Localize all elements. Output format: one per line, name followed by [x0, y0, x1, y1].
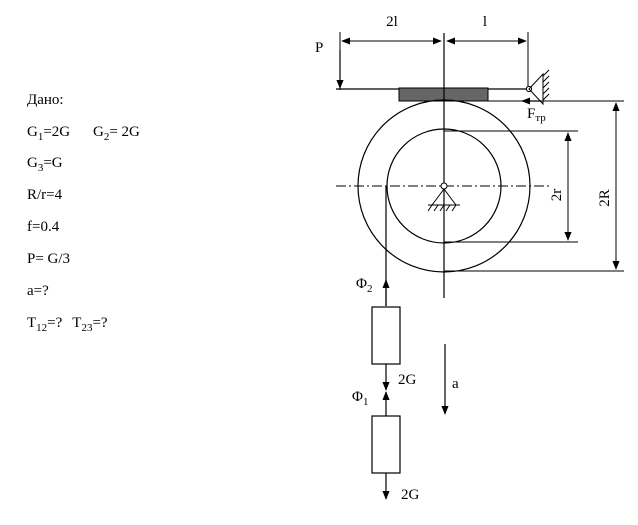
dim-2R-label: 2R	[597, 189, 613, 207]
given-tensions: T12=?T23=?	[27, 315, 108, 334]
friction-label: Fтр	[527, 106, 546, 124]
given-data-block: Дано: G1=2G G2= 2G G3=G R/r=4 f=0.4 P= G…	[27, 92, 140, 334]
hinge-support	[528, 72, 544, 106]
hinge-hatching	[542, 69, 550, 101]
given-ratio: R/r=4	[27, 187, 63, 203]
acceleration-label: a	[452, 376, 459, 392]
phi1-label: Φ1	[352, 389, 368, 408]
dim-2r-label: 2r	[549, 189, 565, 202]
dimension-2R: 2R	[444, 100, 624, 272]
given-g1: G1=2G	[27, 124, 70, 143]
axle-support-left	[431, 188, 445, 206]
axle-pin	[440, 182, 448, 190]
dimension-lengths: 2l l	[339, 14, 529, 90]
load-body-1	[371, 415, 401, 474]
weight-lower-label: 2G	[401, 487, 420, 503]
dimension-2r: 2r	[444, 130, 578, 243]
load-body-2	[371, 306, 401, 365]
axle-hatching	[427, 204, 457, 212]
stepped-wheel	[336, 33, 552, 298]
given-g2: G2= 2G	[93, 124, 140, 143]
hanging-loads: Φ2 2G Φ1 2G a	[352, 186, 459, 503]
phi2-label: Φ2	[356, 276, 372, 295]
given-title: Дано:	[27, 92, 64, 108]
lever-assembly: P Fтр	[315, 40, 550, 124]
dim-2l-label: 2l	[386, 14, 398, 30]
given-accel: a=?	[27, 283, 49, 299]
given-g3: G3=G	[27, 155, 63, 174]
dim-l-label: l	[483, 14, 487, 30]
axle-support-right	[443, 188, 457, 206]
force-p-label: P	[315, 40, 323, 56]
given-force: P= G/3	[27, 251, 70, 267]
weight-upper-label: 2G	[398, 372, 417, 388]
given-friction: f=0.4	[27, 219, 60, 235]
